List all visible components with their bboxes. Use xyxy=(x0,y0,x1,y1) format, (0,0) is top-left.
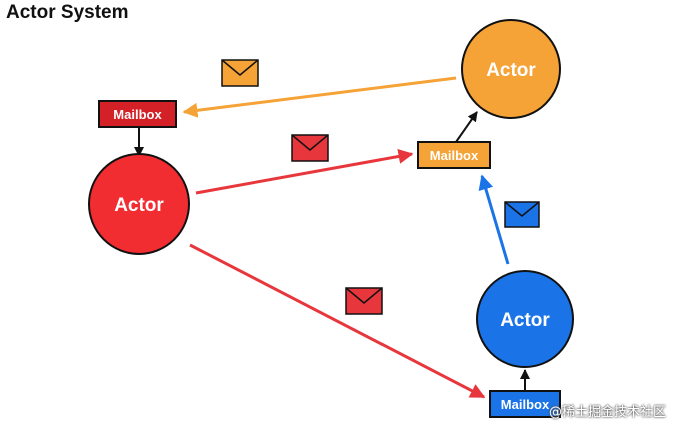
envelope-icon xyxy=(345,287,383,315)
actor-red-label: Actor xyxy=(114,195,164,216)
page-title: Actor System xyxy=(6,2,129,23)
mailbox-red: Mailbox xyxy=(98,100,177,128)
envelope-icon xyxy=(291,134,329,162)
watermark: @稀土掘金技术社区 xyxy=(548,405,666,420)
arrow-orange-mailbox-to-actor xyxy=(455,111,478,143)
arrow-orange-actor-to-red-mailbox xyxy=(182,76,457,118)
mailbox-blue-label: Mailbox xyxy=(501,397,550,412)
actor-blue: Actor xyxy=(476,270,574,368)
envelope-icon xyxy=(504,201,540,228)
actor-orange-label: Actor xyxy=(486,60,536,81)
mailbox-orange-label: Mailbox xyxy=(430,148,479,163)
arrow-red-actor-to-orange-mailbox xyxy=(195,149,414,195)
arrow-blue-actor-to-orange-mailbox xyxy=(478,174,510,265)
mailbox-blue: Mailbox xyxy=(489,390,561,418)
actor-blue-label: Actor xyxy=(500,310,550,331)
mailbox-orange: Mailbox xyxy=(417,141,491,169)
mailbox-red-label: Mailbox xyxy=(113,107,162,122)
actor-orange: Actor xyxy=(461,19,561,119)
envelope-icon xyxy=(221,59,259,87)
arrow-red-actor-to-blue-mailbox xyxy=(189,243,486,399)
actor-red: Actor xyxy=(88,153,190,255)
